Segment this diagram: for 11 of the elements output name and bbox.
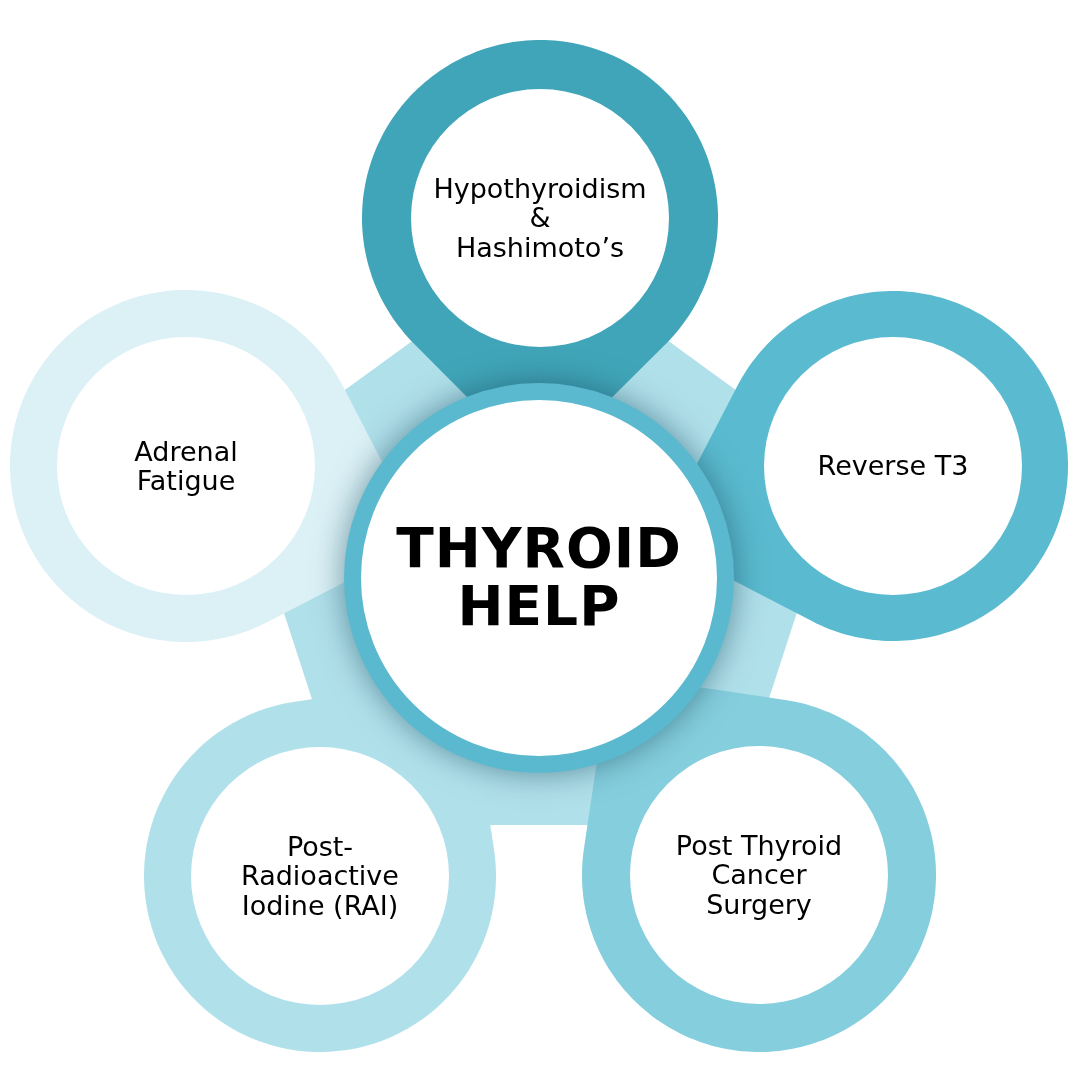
teardrop-ring — [362, 40, 718, 398]
teardrop-ring — [697, 291, 1068, 641]
teardrop-ring — [10, 290, 382, 642]
topic-label: Post Thyroid Cancer Surgery — [674, 830, 844, 920]
hub-circle — [344, 383, 734, 773]
topic-label: Post-Radioactive Iodine (RAI) — [240, 831, 400, 921]
teardrop-ring — [582, 687, 936, 1052]
topic-label: Hypothyroidism & Hashimoto’s — [432, 173, 648, 263]
topic-label: Adrenal Fatigue — [133, 436, 239, 496]
topic-label: Reverse T3 — [816, 451, 970, 481]
hub-title: THYROID HELP — [395, 520, 683, 636]
